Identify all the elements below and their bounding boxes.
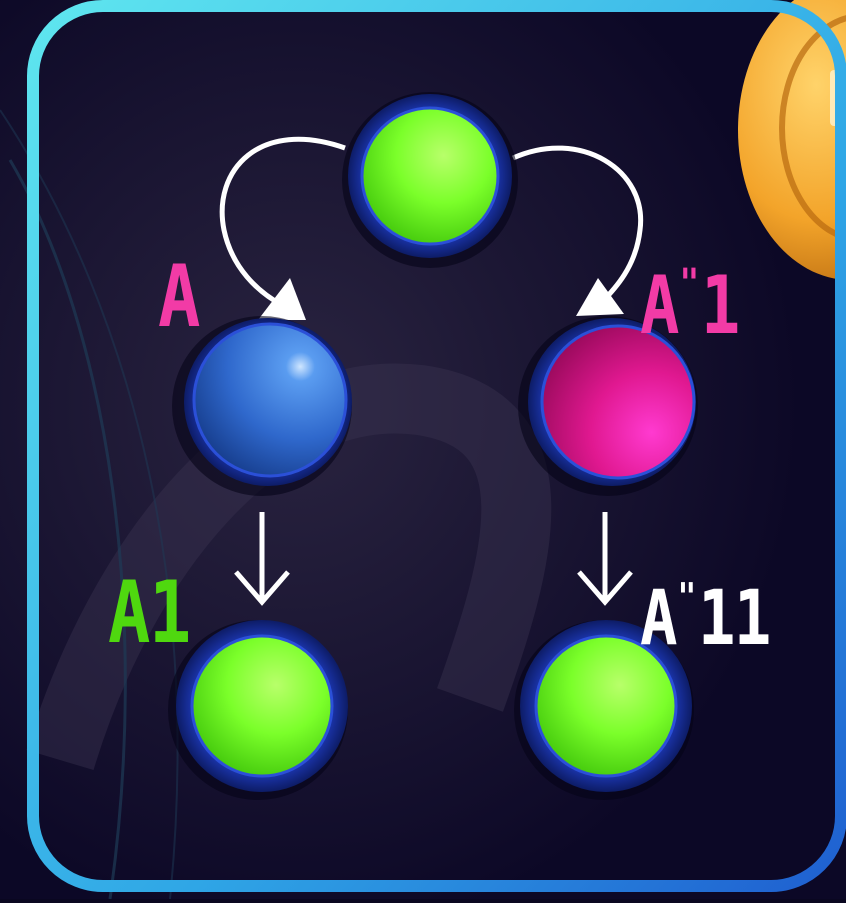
arrow-left-down bbox=[234, 512, 290, 606]
background-arc-left bbox=[8, 159, 127, 900]
node-left bbox=[172, 316, 352, 496]
label-a1: A1 bbox=[108, 570, 191, 656]
label-a-text: A bbox=[158, 247, 200, 347]
label-a1-text: A1 bbox=[108, 563, 191, 663]
node-bottom-right bbox=[514, 620, 694, 800]
arrow-right-down bbox=[577, 512, 633, 606]
label-a-prime-1-prime: " bbox=[679, 261, 700, 307]
background-arc-left-2 bbox=[0, 109, 179, 900]
label-a-prime-11-prime: " bbox=[677, 575, 697, 619]
label-a-prime-11-suffix: 11 bbox=[697, 573, 771, 663]
arrow-top-to-left bbox=[219, 136, 346, 308]
arrow-top-to-right-head bbox=[576, 278, 624, 316]
background-swirl bbox=[26, 363, 552, 771]
label-a-prime-11-base: A bbox=[640, 573, 678, 663]
label-a-prime-1-suffix: 1 bbox=[700, 259, 741, 352]
label-a: A bbox=[158, 254, 200, 340]
arrow-top-to-right bbox=[511, 145, 644, 306]
node-top bbox=[342, 92, 518, 268]
arrow-top-to-left-head bbox=[258, 278, 306, 320]
node-bottom-left bbox=[168, 620, 348, 800]
node-right bbox=[518, 316, 698, 496]
label-a-prime-1: A"1 bbox=[640, 261, 740, 346]
diagram-frame bbox=[27, 0, 846, 892]
label-a-prime-1-base: A bbox=[640, 259, 680, 352]
label-a-prime-11: A"11 bbox=[640, 575, 771, 656]
